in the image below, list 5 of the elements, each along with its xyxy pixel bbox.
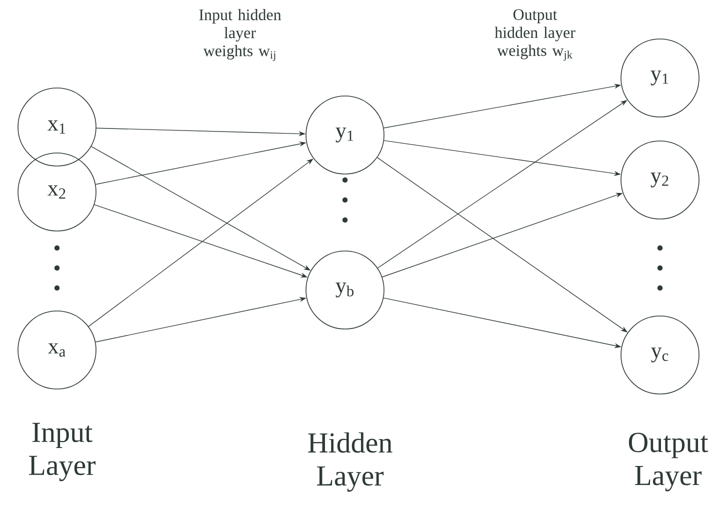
weights-label: Input hidden layer weights w$_{ij}$ [199,8,282,62]
layer-label: Output Layer [628,432,708,492]
layer-label: Input Layer [29,422,96,482]
layer-label: Hidden Layer [308,432,392,492]
weights-label: Output hidden layer weights w$_{jk}$ [494,9,576,61]
